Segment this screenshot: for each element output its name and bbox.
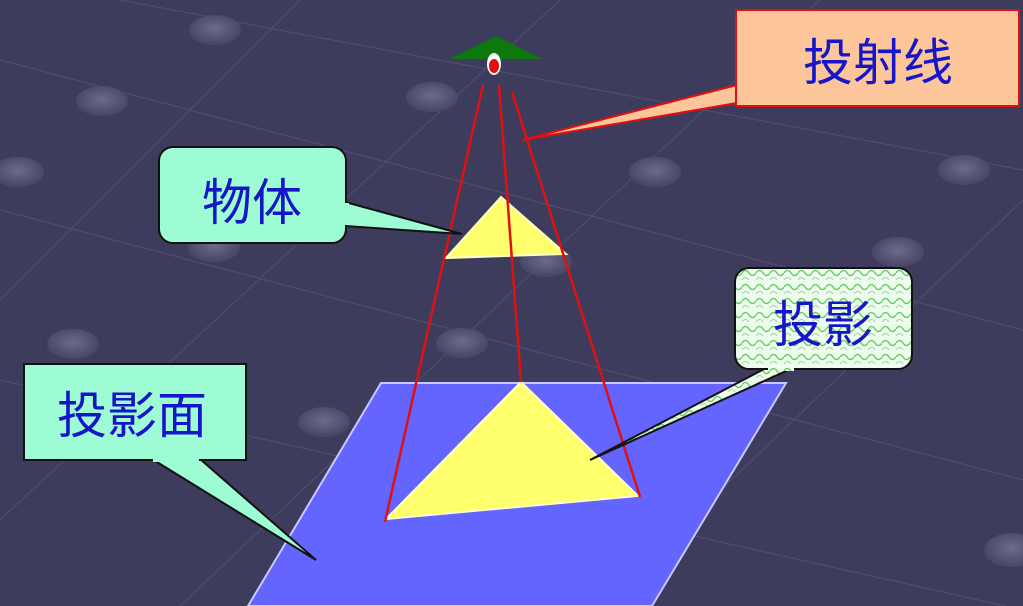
ray-middle — [497, 84, 523, 383]
object-triangle — [443, 195, 569, 260]
label-projection-line: 投射线 — [803, 34, 953, 92]
callout-projection: 投影 — [589, 267, 913, 461]
projection-rays — [383, 84, 642, 523]
background-dots — [0, 15, 1023, 567]
eye-icon — [450, 36, 542, 75]
label-projection: 投影 — [773, 296, 873, 354]
ray-left — [383, 84, 485, 523]
projected-triangle — [383, 380, 641, 521]
label-projection-plane: 投影面 — [57, 387, 207, 445]
callout-projection-line: 投射线 — [521, 9, 1020, 141]
label-object: 物体 — [202, 174, 302, 232]
callout-projection-plane: 投影面 — [23, 363, 317, 561]
callout-object: 物体 — [158, 146, 463, 244]
ray-right — [510, 91, 642, 498]
